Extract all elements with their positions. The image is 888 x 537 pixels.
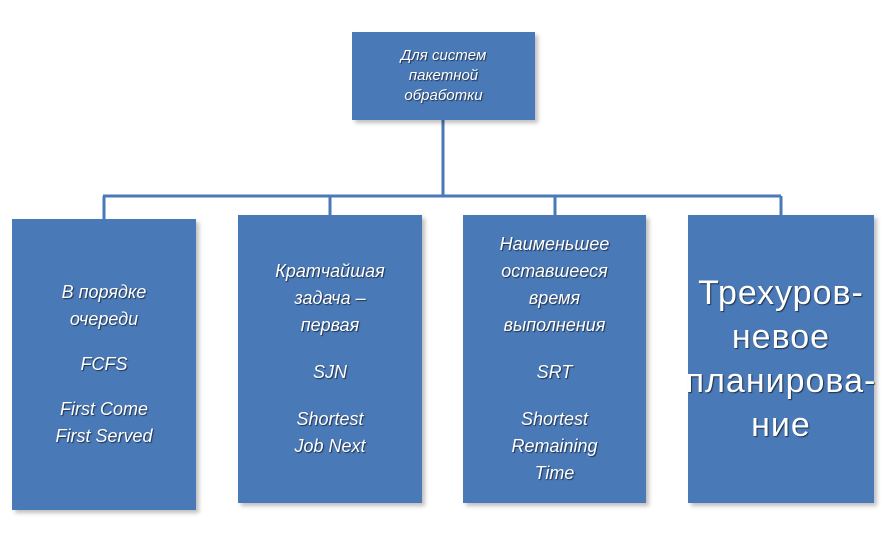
node-text: First Served [55, 426, 153, 446]
node-text: В порядке [61, 282, 147, 302]
node-abbrev: SRT [536, 362, 573, 382]
node-text: выполнения [503, 315, 606, 335]
root-line: пакетной [408, 67, 479, 84]
node-text: Time [534, 463, 575, 483]
node-fcfs: В порядке очереди FCFS First Come First … [12, 219, 196, 510]
node-text: невое [731, 318, 831, 356]
node-text: первая [300, 315, 360, 335]
node-text: планирова- [685, 362, 877, 400]
node-text: оставшееся [501, 261, 608, 281]
node-text: задача – [294, 288, 366, 308]
node-text: Job Next [294, 436, 366, 456]
node-text: Трехуров- [698, 274, 864, 312]
node-text: Shortest [296, 409, 364, 429]
node-text: время [528, 288, 581, 308]
root-line: Для систем [400, 47, 487, 64]
node-text: First Come [59, 399, 148, 419]
node-text: ние [751, 406, 811, 444]
node-text: Shortest [520, 409, 589, 429]
node-abbrev: SJN [312, 362, 347, 382]
node-abbrev: FCFS [80, 354, 128, 374]
node-text: Кратчайшая [275, 261, 385, 281]
node-sjn: Кратчайшая задача – первая SJN Shortest … [238, 215, 422, 503]
node-srt: Наименьшее оставшееся время выполнения S… [463, 215, 646, 503]
node-text: очереди [69, 309, 139, 329]
root-node: Для систем пакетной обработки [352, 32, 535, 120]
node-three-level-scheduling: Трехуров- невое планирова- ние [685, 215, 877, 503]
node-text: Наименьшее [499, 234, 610, 254]
root-line: обработки [404, 87, 483, 104]
node-text: Remaining [511, 436, 598, 456]
